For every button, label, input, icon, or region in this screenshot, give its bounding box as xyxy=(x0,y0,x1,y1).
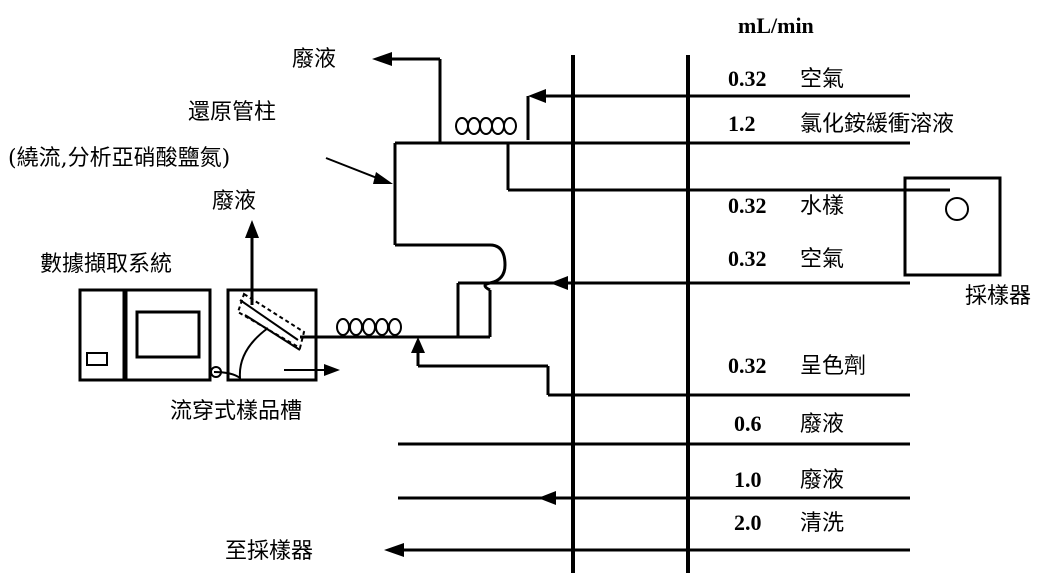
reduction-column-label: 還原管柱 xyxy=(188,100,276,125)
pointer-arrow-icon xyxy=(373,172,393,184)
stream-7-name: 清洗 xyxy=(800,511,844,536)
cell-tube-upper xyxy=(239,299,299,341)
stream-0-name: 空氣 xyxy=(800,67,844,92)
arrow-up-icon xyxy=(245,220,259,238)
stream-1-name: 氯化銨緩衝溶液 xyxy=(800,112,954,137)
stream-4-name: 呈色劑 xyxy=(800,354,866,379)
mixing-coil-bottom-icon xyxy=(336,318,402,336)
line-crossover xyxy=(483,243,507,292)
stream-2-rate: 0.32 xyxy=(728,193,767,218)
flow-cell-box xyxy=(226,288,318,382)
arrow-up-icon xyxy=(411,337,425,353)
arrow-right-icon xyxy=(324,364,340,376)
cable-loop-icon xyxy=(210,366,222,378)
stream-3-rate: 0.32 xyxy=(728,246,767,271)
stream-7-rate: 2.0 xyxy=(734,510,762,535)
sampler-box xyxy=(903,176,1002,277)
arrow-left-icon xyxy=(528,89,546,103)
to-sampler-label: 至採樣器 xyxy=(225,539,313,564)
cell-outlet-wire xyxy=(213,327,269,381)
data-system-label: 數據擷取系統 xyxy=(40,252,172,277)
stream-6-rate: 1.0 xyxy=(734,467,762,492)
arrow-left-icon xyxy=(372,52,392,66)
pointer-line xyxy=(325,157,383,181)
waste-top-label: 廢液 xyxy=(292,47,336,72)
stream-5-name: 廢液 xyxy=(800,412,844,437)
stream-3-name: 空氣 xyxy=(800,247,844,272)
stream-4-rate: 0.32 xyxy=(728,353,767,378)
stream-6-name: 廢液 xyxy=(800,468,844,493)
computer-icon xyxy=(78,288,212,382)
cell-window xyxy=(236,292,306,350)
sampler-vial-icon xyxy=(945,197,969,221)
mixing-coil-top-icon xyxy=(455,117,517,135)
stream-5-rate: 0.6 xyxy=(734,411,762,436)
arrow-left-icon xyxy=(550,276,568,290)
arrow-left-icon xyxy=(384,543,404,557)
stream-0-rate: 0.32 xyxy=(728,66,767,91)
unit-header: mL/min xyxy=(738,13,814,38)
sampler-label: 採樣器 xyxy=(965,284,1031,309)
stream-1-rate: 1.2 xyxy=(728,111,756,136)
arrow-left-icon xyxy=(538,491,556,505)
flow-cell-label: 流穿式樣品槽 xyxy=(170,399,302,424)
stream-2-name: 水樣 xyxy=(800,194,844,219)
waste-mid-label: 廢液 xyxy=(212,189,256,214)
reduction-column-note: (繞流,分析亞硝酸鹽氮) xyxy=(8,146,230,171)
